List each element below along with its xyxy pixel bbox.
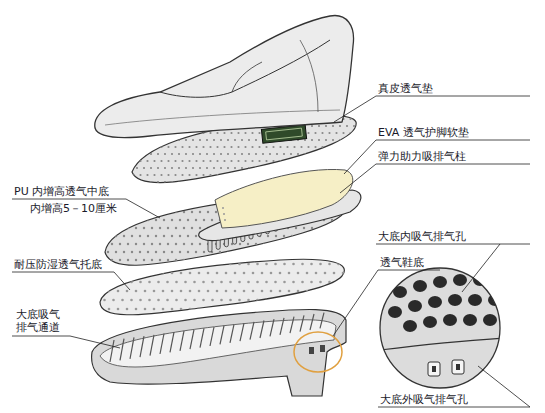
callout-label: 大底外吸气排气孔 xyxy=(380,393,468,406)
outsole xyxy=(92,309,346,396)
callout-label: 透气鞋底 xyxy=(380,256,424,269)
callout-label: 大底吸气 排气通道 xyxy=(16,308,68,334)
callout-label: 大底内吸气排气孔 xyxy=(378,230,466,243)
callout-label: PU 内增高透气中底 xyxy=(14,185,109,198)
callout-label: 真皮透气垫 xyxy=(378,82,433,95)
callout-label: 内增高5－10厘米 xyxy=(30,202,117,215)
inset-detail xyxy=(380,268,505,388)
shoe-upper xyxy=(95,16,354,138)
callout-label: EVA 透气护脚软垫 xyxy=(378,126,469,139)
callout-label: 耐压防湿透气托底 xyxy=(14,258,102,271)
eva-pad xyxy=(215,169,353,228)
leader-lines xyxy=(12,96,530,407)
callout-label: 弹力助力吸排气柱 xyxy=(378,150,466,163)
